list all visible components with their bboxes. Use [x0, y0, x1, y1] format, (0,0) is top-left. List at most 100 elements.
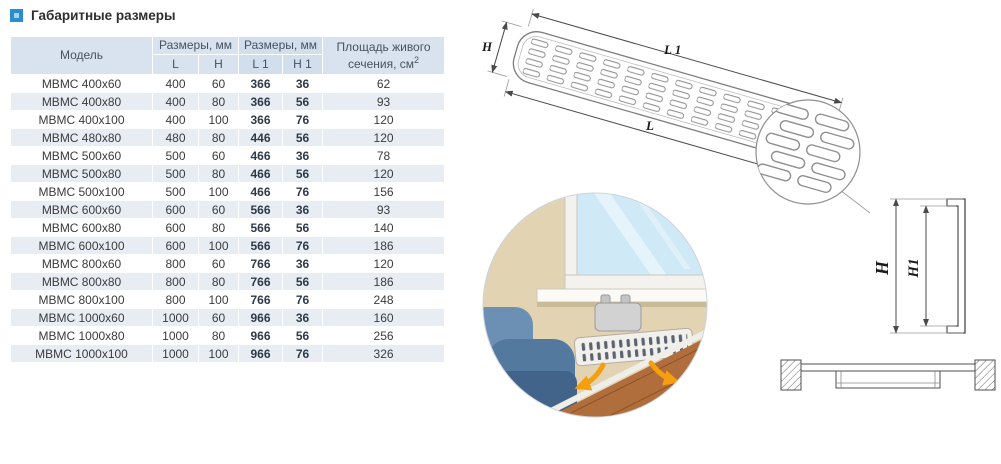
cell-h1: 56	[282, 218, 324, 237]
cell-l: 400	[152, 92, 199, 111]
profile-shape	[946, 198, 966, 334]
fan-unit	[594, 294, 642, 332]
cell-h: 60	[197, 308, 240, 327]
cell-model: МВМС 800x100	[10, 290, 153, 309]
cell-l1: 366	[238, 92, 284, 111]
cell-model: МВМС 800x80	[10, 272, 153, 291]
cell-h: 80	[197, 272, 240, 291]
dim-label-h: H	[481, 39, 493, 54]
cell-l: 1000	[152, 344, 199, 363]
cell-area: 120	[322, 254, 446, 273]
cell-l: 600	[152, 218, 199, 237]
cell-l1: 566	[238, 218, 284, 237]
cell-area: 140	[322, 218, 446, 237]
cell-h1: 76	[282, 182, 324, 201]
section-drawing	[780, 359, 996, 391]
cell-l: 600	[152, 236, 199, 255]
cell-area: 186	[322, 236, 446, 255]
cell-model: МВМС 600x80	[10, 218, 153, 237]
cell-h: 100	[197, 290, 240, 309]
header-area-text: Площадь живого сечения, см	[336, 39, 431, 71]
cell-area: 120	[322, 110, 446, 129]
cell-h: 60	[197, 74, 240, 93]
cell-l1: 366	[238, 110, 284, 129]
installation-illustration	[482, 192, 708, 418]
cell-model: МВМС 500x60	[10, 146, 153, 165]
cell-area: 186	[322, 272, 446, 291]
cell-model: МВМС 500x80	[10, 164, 153, 183]
header-area: Площадь живого сечения, см2	[322, 36, 446, 75]
dim-line-h	[491, 21, 508, 74]
cell-l1: 766	[238, 272, 284, 291]
detail-slots	[756, 101, 860, 204]
section-title-row: Габаритные размеры	[10, 6, 444, 24]
dimensions-table: Модель Размеры, мм Размеры, мм Площадь ж…	[10, 36, 446, 363]
cell-area: 120	[322, 164, 446, 183]
cell-l: 500	[152, 182, 199, 201]
header-area-sup: 2	[414, 54, 420, 65]
cell-area: 326	[322, 344, 446, 363]
cell-l: 600	[152, 200, 199, 219]
cell-l: 400	[152, 74, 199, 93]
cell-model: МВМС 1000x60	[10, 308, 153, 327]
cell-l: 500	[152, 146, 199, 165]
cell-h1: 76	[282, 110, 324, 129]
cell-l1: 966	[238, 344, 284, 363]
cell-h: 80	[197, 218, 240, 237]
cell-l1: 766	[238, 290, 284, 309]
cell-l: 800	[152, 272, 199, 291]
cell-area: 93	[322, 200, 446, 219]
cell-h1: 56	[282, 128, 324, 147]
header-col-l: L	[152, 54, 199, 75]
cell-l1: 446	[238, 128, 284, 147]
airflow-arrows	[574, 360, 680, 391]
cell-h: 80	[197, 128, 240, 147]
cell-model: МВМС 800x60	[10, 254, 153, 273]
cell-area: 160	[322, 308, 446, 327]
cell-h1: 56	[282, 164, 324, 183]
section-end-left	[780, 359, 802, 391]
cell-h1: 76	[282, 236, 324, 255]
cell-model: МВМС 600x100	[10, 236, 153, 255]
cell-l1: 466	[238, 146, 284, 165]
header-col-h: H	[197, 54, 240, 75]
cell-area: 120	[322, 128, 446, 147]
cell-l1: 566	[238, 200, 284, 219]
cell-h: 100	[197, 236, 240, 255]
cell-l: 500	[152, 164, 199, 183]
cell-l1: 566	[238, 236, 284, 255]
header-dims: Размеры, мм	[151, 36, 240, 55]
cell-h1: 36	[282, 200, 324, 219]
header-dims1: Размеры, мм	[238, 36, 324, 55]
isometric-grille-drawing: L 1 L H	[481, 9, 871, 214]
cell-l1: 366	[238, 74, 284, 93]
cell-model: МВМС 600x60	[10, 200, 153, 219]
cell-l: 480	[152, 128, 199, 147]
profile-drawing: H H1	[872, 198, 966, 334]
left-panel: Габаритные размеры Модель Размеры, мм Ра…	[10, 6, 446, 363]
cell-h1: 56	[282, 272, 324, 291]
cell-l: 800	[152, 254, 199, 273]
cell-h1: 36	[282, 74, 324, 93]
cell-h1: 36	[282, 254, 324, 273]
cell-l: 1000	[152, 308, 199, 327]
cell-h: 100	[197, 344, 240, 363]
cell-h: 100	[197, 182, 240, 201]
cell-h1: 76	[282, 344, 324, 363]
header-col-l1: L 1	[238, 54, 284, 75]
cell-model: МВМС 1000x80	[10, 326, 153, 345]
dim-label-l: L	[645, 118, 654, 133]
